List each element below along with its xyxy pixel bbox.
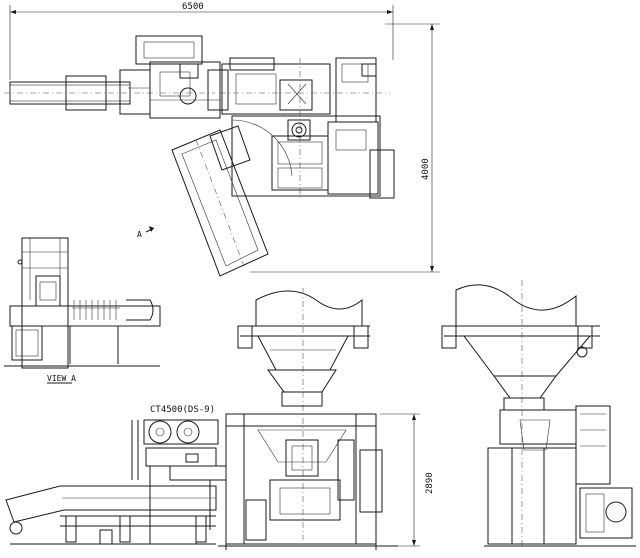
front-elevation [5, 288, 398, 550]
model-label: CT4500(DS-9) [150, 405, 215, 415]
plan-width-dimension [9, 5, 394, 80]
plan-height-dimension [250, 23, 440, 273]
plan-view: 6500 4000 [4, 2, 440, 277]
elevation-height-dimension [380, 413, 420, 547]
plan-height-label: 4000 [421, 158, 431, 180]
silo-outline [255, 290, 363, 326]
side-elevation [441, 280, 636, 548]
view-a-caption: VIEW A [47, 374, 76, 383]
plan-width-label: 6500 [182, 2, 204, 12]
elevation-height-label: 2890 [425, 472, 435, 494]
plan-bag-placer [128, 35, 229, 119]
plan-filling-station [231, 115, 395, 199]
side-silo-outline [455, 284, 577, 326]
plan-infeed-conveyor [4, 69, 215, 115]
view-a-arrow [145, 226, 155, 233]
view-marker-label: A [137, 230, 142, 239]
front-infeed-conveyor [5, 485, 217, 545]
plan-outfeed-conveyor [171, 125, 269, 277]
view-a-elevation [4, 237, 161, 369]
bag-placer-elevation [131, 419, 227, 530]
view-a-rollers [73, 300, 117, 320]
plan-main-frame [220, 57, 390, 200]
